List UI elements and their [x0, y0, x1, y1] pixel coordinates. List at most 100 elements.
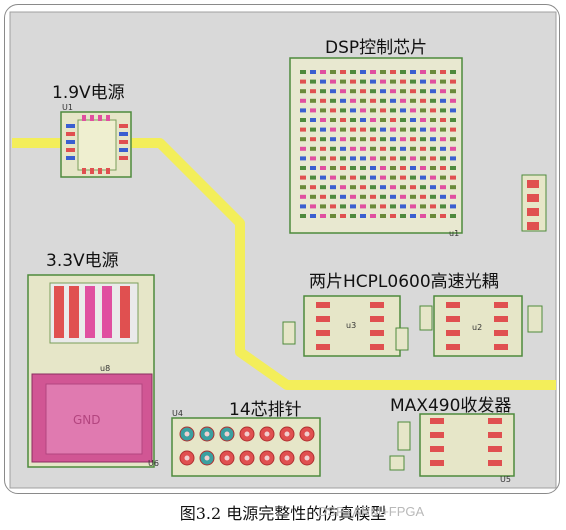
dsp-pad: [440, 185, 446, 190]
dsp-pad: [360, 214, 366, 218]
dsp-pad: [330, 70, 336, 74]
dsp-pad: [330, 98, 336, 103]
dsp-pad: [440, 214, 446, 218]
dsp-pad: [400, 89, 406, 94]
dsp-pad: [300, 137, 306, 142]
dsp-pad: [300, 146, 306, 151]
dsp-pad: [310, 185, 316, 190]
u1-pad: [90, 115, 94, 121]
dsp-pad: [310, 156, 316, 161]
dsp-chip: [289, 57, 463, 234]
dsp-pad: [340, 98, 346, 103]
dsp-pad: [330, 185, 336, 190]
u1-pad: [119, 140, 128, 144]
dsp-pad: [410, 204, 416, 209]
header-pin-hole: [244, 455, 250, 461]
dsp-pad: [400, 204, 406, 209]
dsp-pad: [390, 137, 396, 142]
dsp-pad: [360, 194, 366, 199]
u1-pad: [119, 148, 128, 152]
dsp-pad: [310, 204, 316, 209]
dsp-pad: [360, 127, 366, 132]
dsp-pad: [330, 89, 336, 94]
dsp-pad: [400, 79, 406, 84]
dsp-pad: [340, 204, 346, 209]
dsp-pad: [330, 137, 336, 142]
dsp-pad: [400, 70, 406, 74]
dsp-pad: [420, 166, 426, 170]
dsp-pad: [400, 146, 406, 151]
u1-pad: [119, 132, 128, 136]
dsp-pad: [370, 194, 376, 199]
power-trace: [12, 138, 556, 390]
optocoupler-2: [419, 295, 543, 357]
dsp-pad: [340, 89, 346, 94]
dsp-pad: [350, 108, 356, 113]
label-33v-supply: 3.3V电源: [46, 251, 119, 271]
dsp-pad: [360, 108, 366, 113]
dsp-pad: [430, 185, 436, 190]
dsp-pad: [360, 118, 366, 122]
dsp-pad: [380, 118, 386, 122]
dsp-pad: [370, 156, 376, 161]
label-optocouplers: 两片HCPL0600高速光耦: [309, 272, 499, 292]
dsp-pad: [310, 70, 316, 74]
dsp-pad: [300, 194, 306, 199]
dsp-pad: [380, 98, 386, 103]
dsp-pad: [330, 194, 336, 199]
dsp-pad: [330, 108, 336, 113]
dsp-pad: [390, 146, 396, 151]
dsp-pad: [440, 194, 446, 199]
dsp-pad: [320, 175, 326, 180]
dsp-pad: [420, 89, 426, 94]
dsp-pad: [310, 79, 316, 84]
dsp-pad: [330, 79, 336, 84]
dsp-pad: [430, 89, 436, 94]
dsp-pad: [370, 166, 376, 170]
optocoupler-1: [282, 295, 409, 357]
dsp-pad: [380, 185, 386, 190]
dsp-pad: [300, 166, 306, 170]
dsp-pad: [310, 137, 316, 142]
label-pin-header: 14芯排针: [229, 400, 302, 420]
dsp-pad: [450, 185, 456, 190]
dsp-pad: [410, 127, 416, 132]
dsp-pad: [410, 89, 416, 94]
dsp-pad: [440, 175, 446, 180]
dsp-pad: [390, 89, 396, 94]
regulator-19v: [60, 111, 132, 178]
dsp-pad: [310, 127, 316, 132]
dsp-pad: [450, 166, 456, 170]
dsp-pad: [450, 146, 456, 151]
dsp-pad: [400, 108, 406, 113]
dsp-pad: [340, 108, 346, 113]
dsp-pad: [440, 204, 446, 209]
dsp-pad: [440, 108, 446, 113]
dsp-pad: [440, 79, 446, 84]
dsp-pad: [350, 166, 356, 170]
dsp-pad: [400, 137, 406, 142]
dsp-pad: [400, 214, 406, 218]
dsp-pad: [430, 204, 436, 209]
dsp-pad: [380, 214, 386, 218]
dsp-pad: [340, 127, 346, 132]
dsp-pad: [400, 175, 406, 180]
dsp-pad: [390, 156, 396, 161]
header-pin-hole: [284, 431, 290, 437]
dsp-pad: [300, 127, 306, 132]
dsp-pad: [340, 137, 346, 142]
header-pin-hole: [204, 455, 210, 461]
dsp-pad: [420, 108, 426, 113]
dsp-designator: u1: [449, 229, 459, 238]
header-pin-hole: [184, 455, 190, 461]
dsp-pad: [430, 127, 436, 132]
dsp-pad: [370, 146, 376, 151]
dsp-pad: [430, 175, 436, 180]
dsp-pad: [410, 108, 416, 113]
dsp-pad: [370, 118, 376, 122]
dsp-pad: [350, 98, 356, 103]
u2-designator: u2: [472, 323, 482, 332]
dsp-pad: [370, 137, 376, 142]
dsp-pad: [420, 194, 426, 199]
dsp-pad: [350, 89, 356, 94]
